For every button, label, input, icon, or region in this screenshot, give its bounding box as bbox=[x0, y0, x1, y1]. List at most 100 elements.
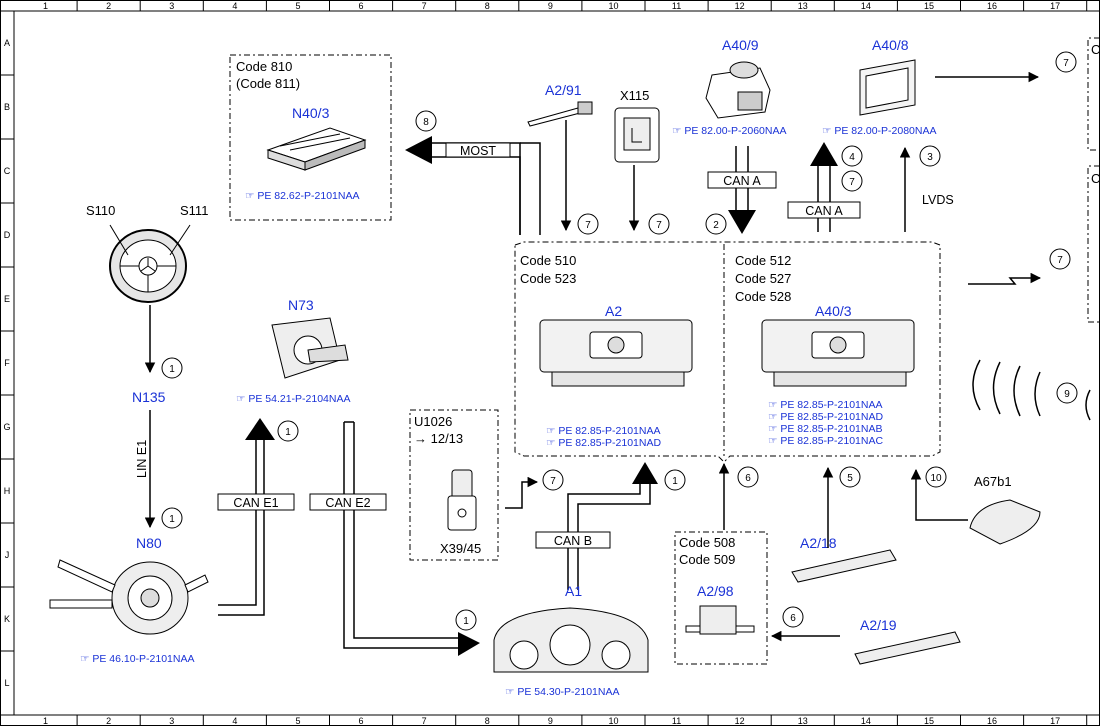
grid-column-label: 4 bbox=[232, 716, 237, 726]
lvds-link: LVDS 3 bbox=[899, 145, 954, 232]
grid-column-label: 9 bbox=[548, 716, 553, 726]
callout-7-e: 7 bbox=[550, 476, 556, 487]
head-unit-box bbox=[514, 241, 941, 463]
grid-column-label: 6 bbox=[359, 716, 364, 726]
grid-row-label: G bbox=[3, 422, 10, 432]
instrument-cluster-icon bbox=[493, 607, 649, 673]
grid-row-label: C bbox=[4, 166, 11, 176]
grid-column-label: 14 bbox=[861, 1, 871, 11]
a40-9-ref: ☞ PE 82.00-P-2060NAA bbox=[672, 125, 787, 137]
grid-column-label: 5 bbox=[295, 1, 300, 11]
grid-row-label: A bbox=[4, 38, 10, 48]
n40-3-code-2: (Code 811) bbox=[236, 76, 300, 91]
grid-column-label: 6 bbox=[359, 1, 364, 11]
n40-3-group: Code 810 (Code 811) N40/3 ☞ PE 82.62-P-2… bbox=[229, 54, 392, 221]
n40-3-label: N40/3 bbox=[292, 105, 330, 121]
connector-icon bbox=[623, 117, 651, 151]
a40-3-label: A40/3 bbox=[815, 303, 852, 319]
right-edge-boxes: C C bbox=[1087, 37, 1100, 323]
callout-1-d: 1 bbox=[463, 616, 469, 627]
a2-91-group: A2/91 7 bbox=[527, 82, 599, 235]
n73-group: N73 ☞ PE 54.21-P-2104NAA bbox=[236, 297, 351, 405]
a2-label: A2 bbox=[605, 303, 622, 319]
grid-column-label: 8 bbox=[485, 1, 490, 11]
a2-18-group: A2/18 5 bbox=[791, 466, 897, 583]
can-e1-bus: CAN E1 1 bbox=[217, 418, 299, 616]
callout-4: 4 bbox=[849, 152, 855, 163]
u1026-group: U1026 → 12/13 X39/45 7 bbox=[409, 409, 564, 561]
most-label: MOST bbox=[460, 144, 496, 158]
antenna-module-icon-a bbox=[791, 549, 897, 583]
a67b1-label: A67b1 bbox=[974, 474, 1012, 489]
a40-3-code-3: Code 528 bbox=[735, 289, 791, 304]
callout-5: 5 bbox=[847, 473, 853, 484]
n40-3-code-1: Code 810 bbox=[236, 59, 292, 74]
grid-column-label: 11 bbox=[672, 1, 681, 11]
grid-column-labels: 1122334455667788991010111112121313141415… bbox=[43, 0, 1088, 726]
grid-column-label: 13 bbox=[798, 716, 808, 726]
callout-10: 10 bbox=[930, 473, 942, 484]
can-b-bus: CAN B 1 bbox=[535, 462, 686, 590]
grid-column-label: 1 bbox=[43, 1, 48, 11]
grid-column-label: 13 bbox=[798, 1, 808, 11]
ignition-switch-icon bbox=[271, 317, 349, 379]
grid-row-label: L bbox=[4, 678, 9, 688]
antenna-module-icon-b bbox=[854, 631, 961, 665]
a1-label: A1 bbox=[565, 583, 582, 599]
n135-group: N135 LIN E1 1 bbox=[132, 389, 183, 529]
grid-row-label: F bbox=[4, 358, 10, 368]
callout-3: 3 bbox=[927, 152, 933, 163]
callout-1-a: 1 bbox=[169, 364, 175, 375]
a40-3-ref-4: ☞ PE 82.85-P-2101NAC bbox=[768, 435, 883, 447]
wireless-link: 7 9 bbox=[968, 248, 1091, 421]
n80-label: N80 bbox=[136, 535, 162, 551]
a2-ref-2: ☞ PE 82.85-P-2101NAD bbox=[546, 437, 661, 449]
x39-45-label: X39/45 bbox=[440, 541, 481, 556]
grid-column-label: 11 bbox=[672, 716, 681, 726]
s110-label: S110 bbox=[86, 203, 115, 218]
n80-ref: ☞ PE 46.10-P-2101NAA bbox=[80, 653, 195, 665]
a40-3-ref-3: ☞ PE 82.85-P-2101NAB bbox=[768, 423, 883, 435]
callout-6-b: 6 bbox=[790, 613, 796, 624]
a40-3-group: Code 512 Code 527 Code 528 A40/3 ☞ PE 82… bbox=[735, 253, 915, 447]
n73-ref: ☞ PE 54.21-P-2104NAA bbox=[236, 393, 351, 405]
callout-7-b: 7 bbox=[656, 220, 662, 231]
a2-91-label: A2/91 bbox=[545, 82, 582, 98]
can-a-down-bus: CAN A 2 bbox=[705, 146, 777, 235]
grid-row-label: J bbox=[5, 550, 10, 560]
n73-label: N73 bbox=[288, 297, 314, 313]
grid-row-label: B bbox=[4, 102, 10, 112]
controller-knob-icon bbox=[705, 61, 771, 119]
a1-group: A1 ☞ PE 54.30-P-2101NAA bbox=[493, 583, 649, 698]
a40-3-code-2: Code 527 bbox=[735, 271, 791, 286]
a2-code-2: Code 523 bbox=[520, 271, 576, 286]
s111-label: S111 bbox=[180, 203, 208, 218]
grid-column-label: 2 bbox=[106, 1, 111, 11]
callout-7-d: 7 bbox=[849, 177, 855, 188]
grid-column-label: 8 bbox=[485, 716, 490, 726]
grid-column-label: 10 bbox=[608, 716, 618, 726]
a2-19-label: A2/19 bbox=[860, 617, 897, 633]
callout-7-f: 7 bbox=[1057, 255, 1063, 266]
a67b1-group: A67b1 10 bbox=[910, 466, 1041, 545]
a2-ref-1: ☞ PE 82.85-P-2101NAA bbox=[546, 425, 661, 437]
grid-column-label: 10 bbox=[608, 1, 618, 11]
can-a-up-bus: CAN A 4 7 bbox=[787, 142, 863, 232]
grid-row-label: K bbox=[4, 614, 10, 624]
a2-19-group: A2/19 6 bbox=[770, 606, 961, 665]
a2-18-label: A2/18 bbox=[800, 535, 837, 551]
lvds-label: LVDS bbox=[922, 193, 954, 207]
right-edge-letter-1: C bbox=[1091, 42, 1100, 57]
a40-8-ref: ☞ PE 82.00-P-2080NAA bbox=[822, 125, 937, 137]
n40-3-module-icon bbox=[266, 127, 367, 171]
a40-9-label: A40/9 bbox=[722, 37, 759, 53]
can-e1-label: CAN E1 bbox=[233, 496, 278, 510]
callout-8: 8 bbox=[423, 117, 429, 128]
camera-icon bbox=[969, 499, 1041, 545]
grid-column-label: 7 bbox=[422, 1, 427, 11]
grid-column-label: 17 bbox=[1050, 716, 1060, 726]
grid-column-label: 17 bbox=[1050, 1, 1060, 11]
a40-9-group: A40/9 ☞ PE 82.00-P-2060NAA bbox=[672, 37, 787, 137]
